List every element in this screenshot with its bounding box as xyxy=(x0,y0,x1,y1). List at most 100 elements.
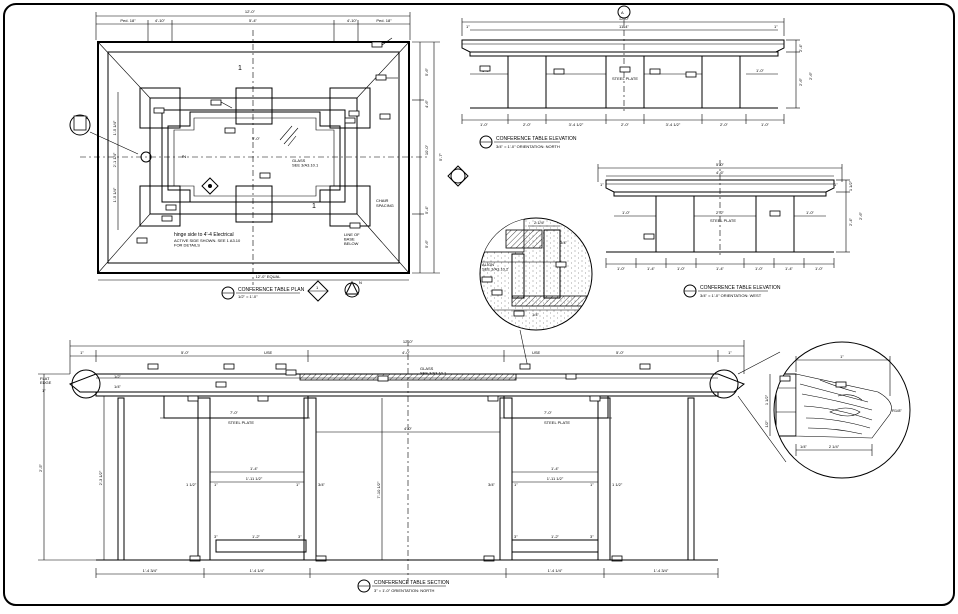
section-scale: 3" = 1'-0" ORIENTATION: NORTH xyxy=(374,588,435,593)
plan-view: 12'-0" Ped. 18" 4'-10" 5'-4" 4'-10" Ped.… xyxy=(69,9,469,302)
section-inner-dim-r: 1'-11 1/2" xyxy=(547,476,564,481)
plan-mark-1b: 1 xyxy=(312,203,316,210)
section-ped-dim-l: 1'-4" xyxy=(250,466,259,471)
svg-text:SPACING: SPACING xyxy=(376,203,394,208)
section-bdim-1: 1'-4 1/4" xyxy=(250,568,265,573)
svg-text:3": 3" xyxy=(514,534,518,539)
elev-side-inner: 4'-6" xyxy=(716,170,725,175)
edge-dim-side: 1 1/2" xyxy=(764,394,769,405)
svg-text:3": 3" xyxy=(298,534,302,539)
section-top-dim-r0: 1" xyxy=(728,350,732,355)
plan-top-left-label: Ped. 18" xyxy=(120,18,136,23)
svg-text:3: 3 xyxy=(86,115,89,120)
svg-text:1": 1" xyxy=(834,182,838,187)
svg-text:3/4": 3/4" xyxy=(488,482,496,487)
detail-a-dim-b: 1/4" xyxy=(532,312,540,317)
detail-circle-edge: 1" 1 1/2" 1/2" 1/4" 2 1/4" R1/8" xyxy=(737,341,911,479)
plan-north: N xyxy=(359,280,362,285)
svg-text:EDGE: EDGE xyxy=(40,380,52,385)
elev-top-right-dim-2: 2'-6" xyxy=(798,77,803,86)
section-leg-dim-l: 1 1/2" xyxy=(186,482,197,487)
elev-top-bdim-5: 2'-0" xyxy=(720,122,729,127)
elev-top-dim-r: 1'-0" xyxy=(756,68,765,73)
elev-side-steel-plate: STEEL PLATE xyxy=(710,218,736,223)
elev-top-inner: 11'-4" xyxy=(619,24,629,29)
elev-side-bdim-6: 1'-0" xyxy=(815,266,824,271)
section-steel-plate-r: STEEL PLATE xyxy=(544,420,570,425)
plan-title: CONFERENCE TABLE PLAN xyxy=(238,287,305,293)
elev-side-right-dim-1: 1 1/2" xyxy=(848,180,853,191)
section-base-dim-r: 1'-2" xyxy=(551,534,560,539)
svg-text:2'-6": 2'-6" xyxy=(858,211,863,220)
elev-side-bdim-1: 1'-4" xyxy=(647,266,656,271)
elev-top-bdim-2: 3'-4 1/2" xyxy=(569,122,584,127)
svg-text:7'-10 1/2": 7'-10 1/2" xyxy=(376,481,381,498)
svg-text:7'-0": 7'-0" xyxy=(230,410,239,415)
section-title: CONFERENCE TABLE SECTION xyxy=(374,580,450,586)
elev-side-right-dim-2: 2'-4" xyxy=(848,217,853,226)
plan-ext-mid: 5'-4" xyxy=(249,18,258,23)
section-base-dim-l: 1'-2" xyxy=(252,534,261,539)
section-small-dim-4: 1" xyxy=(590,482,594,487)
plan-mark-1a: 1 xyxy=(238,65,242,72)
elev-side-bdim-4: 1'-0" xyxy=(755,266,764,271)
svg-text:USE: USE xyxy=(264,350,273,355)
plan-ext-right: 4'-10" xyxy=(347,18,358,23)
plan-bottom-dim: 12'-0" EQUAL xyxy=(256,274,282,279)
section-leg-dim-r: 1 1/2" xyxy=(612,482,623,487)
elev-side-bdim-0: 1'-0" xyxy=(617,266,626,271)
elev-top-bdim-4: 3'-4 1/2" xyxy=(666,122,681,127)
plan-left-dim-2: 2'-1 1/4" xyxy=(112,152,117,167)
plan-right-dim-3: 5'-4" xyxy=(424,205,429,214)
plan-center-dim: 5'-0" xyxy=(252,136,261,141)
svg-text:A: A xyxy=(621,10,624,15)
elev-top-bdim-6: 1'-0" xyxy=(761,122,770,127)
plan-right-dim-2: 4'-6" xyxy=(424,99,429,108)
section-bdim-2: 1'-4 1/4" xyxy=(548,568,563,573)
svg-text:CHAIR: CHAIR xyxy=(376,198,389,203)
edge-dim-bottom-b: 2 1/4" xyxy=(829,444,840,449)
sheet-border xyxy=(3,3,955,606)
section-height-dim: 2'-5" xyxy=(38,463,43,472)
elev-side-dim-r: 1'-0" xyxy=(806,210,815,215)
section-top-dim-l0: 1" xyxy=(80,350,84,355)
elev-top-overall: 12'-0" xyxy=(619,16,630,21)
detail-a-dim-a: 3/4" xyxy=(560,240,568,245)
plan-right-far-dim: 5'-7" xyxy=(438,152,443,161)
svg-text:FLAT: FLAT xyxy=(40,376,50,381)
svg-text:2'-3 1/2": 2'-3 1/2" xyxy=(98,470,103,485)
section-top-dim-r1: 5'-0" xyxy=(616,350,625,355)
section-steel-plate-l: STEEL PLATE xyxy=(228,420,254,425)
elev-side-bdim-2: 1'-0" xyxy=(677,266,686,271)
elevation-north: A 12'-0" 11'-4" 1" 1" 1'-0" 1'-0" STEEL … xyxy=(461,5,813,149)
svg-text:7'-0": 7'-0" xyxy=(544,410,553,415)
plan-right-overall: 10'-0" xyxy=(424,144,429,155)
section-inner-dim-l: 1'-11 1/2" xyxy=(246,476,263,481)
plan-left-dim-1: 1'-5 1/4" xyxy=(112,120,117,135)
svg-text:3/4": 3/4" xyxy=(318,482,326,487)
svg-text:1": 1" xyxy=(774,24,778,29)
elev-side-dim-m: 2'-2" xyxy=(716,210,725,215)
plan-top-right-label: Ped. 18" xyxy=(376,18,392,23)
plan-mark-2: 2 xyxy=(182,155,188,158)
elev-top-right-dim-1: 2'-4" xyxy=(798,43,803,52)
elev-top-bdim-3: 2'-0" xyxy=(621,122,630,127)
elev-top-bdim-0: 1'-0" xyxy=(480,122,489,127)
plan-scale: 1/2" = 1'-0" xyxy=(238,294,258,299)
plan-ext-left: 4'-10" xyxy=(155,18,166,23)
section-top-dim-l1: 5'-0" xyxy=(181,350,190,355)
plan-overall-dim: 12'-0" xyxy=(245,9,256,14)
svg-text:2'-6": 2'-6" xyxy=(808,71,813,80)
elev-top-bdim-1: 2'-0" xyxy=(523,122,532,127)
elevation-west: 5'-0" 4'-6" 1" 1" 1'-0" 2'-2" 1'-0" STEE… xyxy=(597,160,863,298)
edge-dim-bottom-a: 1/4" xyxy=(800,444,808,449)
detail-a-dim-top: 2 1/4" xyxy=(534,220,545,225)
elev-side-dim-l: 1'-0" xyxy=(622,210,631,215)
